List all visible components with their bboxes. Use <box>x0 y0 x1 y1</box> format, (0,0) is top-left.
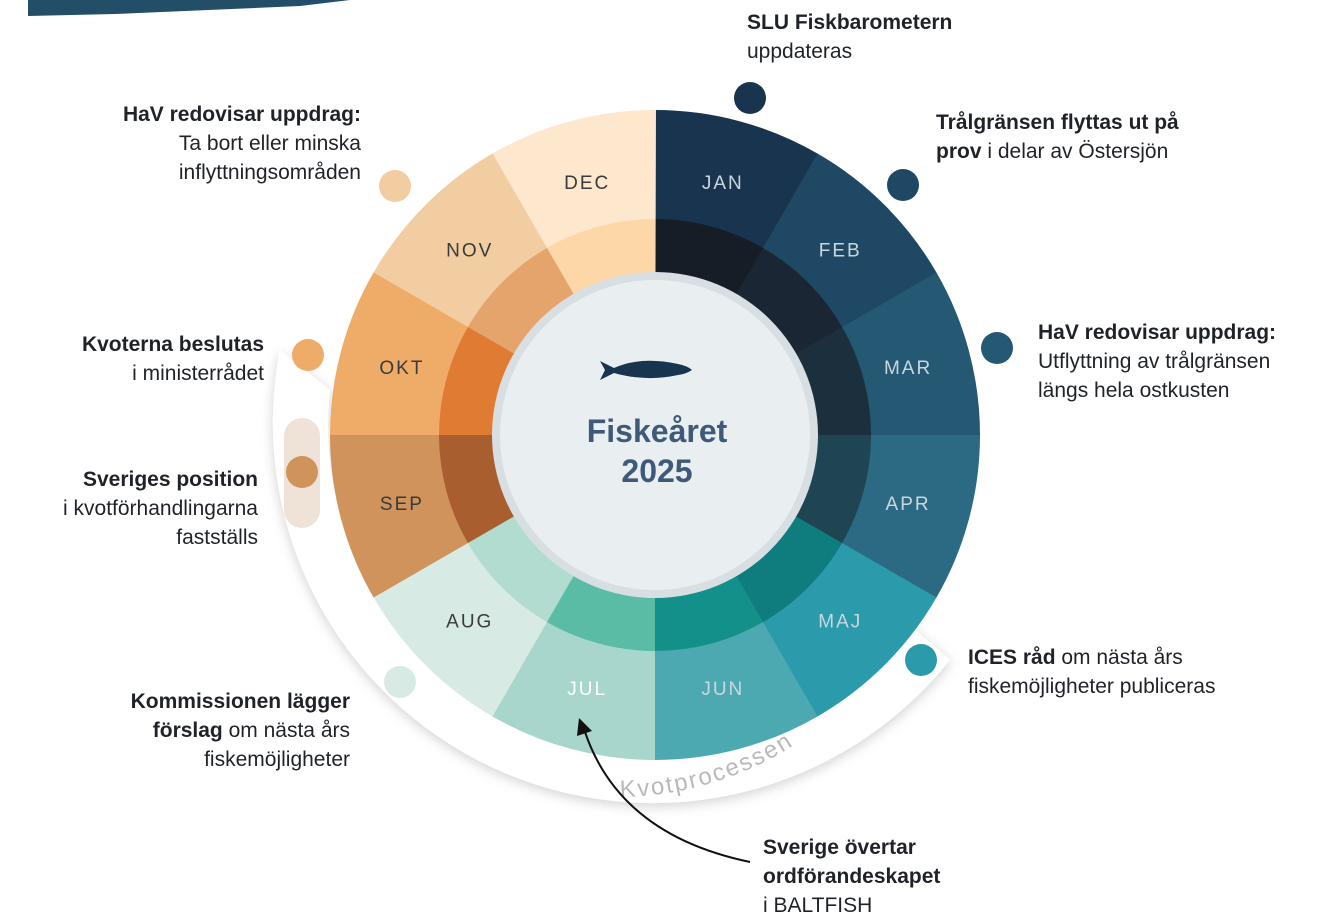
segment-apr <box>840 435 980 599</box>
callout-hav-mar-bold: HaV redovisar uppdrag: <box>1038 321 1277 344</box>
segment-jun <box>654 621 818 760</box>
callout-ices: ICES råd om nästa års fiskemöjligheter p… <box>968 643 1298 701</box>
callout-slu: SLU Fiskbarometern uppdateras <box>747 8 1087 66</box>
month-label-jul: JUL <box>567 679 607 700</box>
kvotprocessen-arc <box>272 350 950 804</box>
center-title-line1: Fiskeåret <box>587 413 728 449</box>
inner-segment-maj <box>734 515 843 623</box>
month-label-sep: SEP <box>380 494 424 515</box>
header-banner <box>28 0 350 16</box>
callout-baltfish-bold: Sverige övertar ordförandeskapet <box>763 836 941 888</box>
dot-maj <box>905 644 937 676</box>
callout-hav-nov-bold: HaV redovisar uppdrag: <box>122 103 361 126</box>
callout-kvoterna-text: i ministerrådet <box>132 362 264 385</box>
callout-sveriges-text: i kvotförhandlingarna fastställs <box>63 497 258 549</box>
month-label-mar: MAR <box>884 358 932 379</box>
dot-nov <box>379 170 411 202</box>
callout-tral: Trålgränsen flyttas ut på prov i delar a… <box>936 108 1226 166</box>
callout-hav-nov-text: Ta bort eller minska inflyttningsområden <box>178 132 361 184</box>
month-label-dec: DEC <box>564 173 610 194</box>
segment-sep <box>330 434 469 598</box>
center-disc <box>500 280 810 590</box>
callout-sveriges: Sveriges position i kvotförhandlingarna … <box>0 465 258 552</box>
dot-mar <box>981 332 1013 364</box>
month-label-feb: FEB <box>819 241 862 262</box>
segment-mar <box>841 272 980 436</box>
callout-ices-bold: ICES råd <box>968 646 1056 669</box>
fish-icon <box>600 360 692 380</box>
callout-kommission-text: om nästa års fiskemöjligheter <box>204 719 350 771</box>
inner-segment-aug <box>467 514 575 623</box>
month-label-jan: JAN <box>702 173 744 194</box>
callout-ices-text: om nästa års fiskemöjligheter publiceras <box>968 646 1216 698</box>
inner-segment-feb <box>735 247 843 356</box>
dot-okt <box>292 339 324 371</box>
segment-feb <box>762 153 937 329</box>
month-label-maj: MAJ <box>818 611 862 632</box>
segment-dec <box>492 110 656 249</box>
callout-kommission-bold-b: förslag <box>152 719 223 742</box>
callout-kvoterna-bold: Kvoterna beslutas <box>81 333 264 356</box>
month-label-nov: NOV <box>446 241 493 262</box>
center-title-line2: 2025 <box>621 453 692 489</box>
month-label-okt: OKT <box>379 358 424 379</box>
month-label-jun: JUN <box>701 679 744 700</box>
segment-aug <box>373 541 548 717</box>
callout-baltfish: Sverige övertar ordförandeskapet i BALTF… <box>763 833 1023 920</box>
callout-slu-text: uppdateras <box>747 40 853 63</box>
dot-sep <box>286 456 318 488</box>
callout-hav-mar-text: Utflyttning av trålgränsen längs hela os… <box>1038 350 1271 402</box>
segment-okt <box>330 271 470 435</box>
month-label-apr: APR <box>886 494 931 515</box>
dot-jan <box>734 82 766 114</box>
callout-tral-bold: Trålgränsen flyttas ut på prov <box>936 111 1179 163</box>
callout-baltfish-text: i BALTFISH <box>763 894 873 917</box>
callout-slu-bold: SLU Fiskbarometern <box>747 11 953 34</box>
callout-hav-mar: HaV redovisar uppdrag: Utflyttning av tr… <box>1038 318 1318 405</box>
callout-kommission: Kommissionen lägger förslag om nästa års… <box>60 687 350 774</box>
segment-jul <box>491 620 655 760</box>
inner-segment-nov <box>467 247 576 355</box>
callout-hav-nov: HaV redovisar uppdrag: Ta bort eller min… <box>80 100 361 187</box>
dot-aug <box>384 666 416 698</box>
segment-maj <box>761 542 937 717</box>
curved-arrow-icon <box>577 718 751 863</box>
dot-feb <box>887 169 919 201</box>
callout-kvoterna: Kvoterna beslutas i ministerrådet <box>10 330 264 388</box>
callout-sveriges-bold: Sveriges position <box>82 468 258 491</box>
month-label-aug: AUG <box>446 611 493 632</box>
callout-kommission-bold-a: Kommissionen lägger <box>130 690 350 713</box>
segment-jan <box>655 110 819 250</box>
segment-nov <box>373 153 549 328</box>
callout-tral-text: i delar av Östersjön <box>981 140 1169 163</box>
